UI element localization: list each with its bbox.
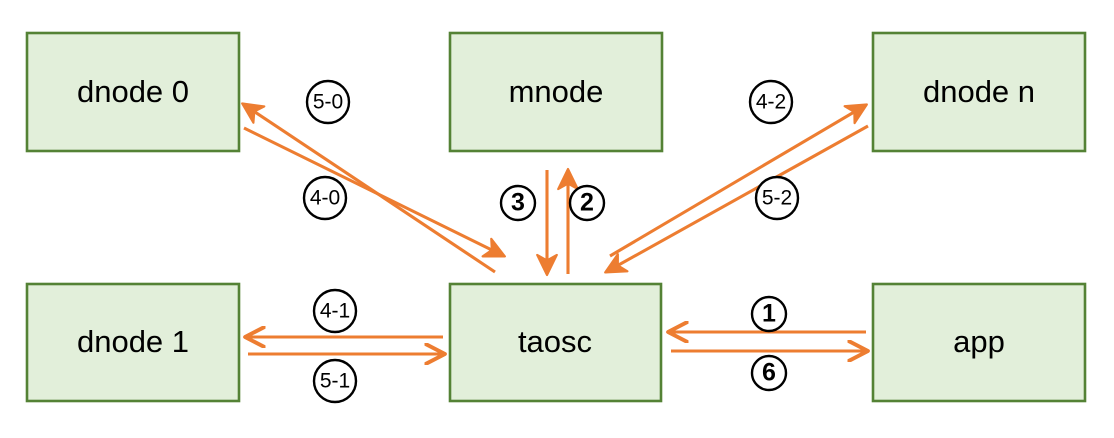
badge-label-3: 3 (511, 189, 525, 217)
badge-6: 6 (750, 354, 788, 392)
edge-4-2 (609, 103, 868, 258)
badge-5-1: 5-1 (312, 358, 358, 404)
badge-3: 3 (499, 184, 537, 222)
node-label-dnode0: dnode 0 (77, 74, 189, 109)
node-taosc[interactable]: taosc (448, 282, 663, 403)
node-label-mnode: mnode (509, 74, 604, 109)
node-app[interactable]: app (871, 282, 1087, 403)
badge-4-2: 4-2 (748, 79, 794, 125)
node-dnode0[interactable]: dnode 0 (25, 31, 241, 153)
edge-5-2 (604, 124, 869, 274)
badge-label-1: 1 (762, 300, 776, 328)
badge-1: 1 (750, 295, 788, 333)
node-label-taosc: taosc (518, 324, 592, 359)
badge-label-5-1: 5-1 (320, 370, 350, 393)
badge-label-2: 2 (580, 189, 594, 217)
badge-2: 2 (568, 184, 606, 222)
badge-label-5-2: 5-2 (762, 187, 792, 210)
badge-label-4-0: 4-0 (310, 187, 340, 210)
edge-4-0 (243, 126, 506, 258)
badge-label-6: 6 (762, 359, 776, 387)
node-label-app: app (953, 324, 1005, 359)
node-label-dnode1: dnode 1 (77, 324, 189, 359)
badge-label-4-2: 4-2 (756, 91, 786, 114)
badge-5-0: 5-0 (305, 79, 351, 125)
node-dnode1[interactable]: dnode 1 (25, 282, 241, 403)
node-mnode[interactable]: mnode (448, 31, 664, 153)
badge-4-0: 4-0 (302, 175, 348, 221)
badge-label-4-1: 4-1 (320, 300, 350, 323)
node-dnoden[interactable]: dnode n (871, 31, 1087, 153)
badge-4-1: 4-1 (312, 288, 358, 334)
badge-label-5-0: 5-0 (313, 91, 343, 114)
node-label-dnoden: dnode n (923, 74, 1035, 109)
badge-5-2: 5-2 (754, 175, 800, 221)
